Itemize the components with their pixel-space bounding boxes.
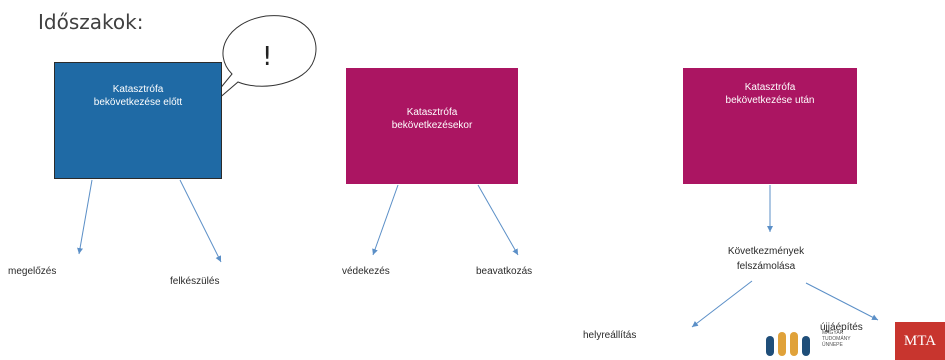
box-after-disaster: Katasztrófa bekövetkezése után (683, 68, 857, 184)
logo-akademia-text: MAGYAR TUDOMÁNY ÜNNEPE (822, 330, 851, 348)
magyar-tudomany-unnepe-logo-icon (766, 332, 810, 356)
arrow-to-beavatkozas (477, 184, 519, 256)
callout-bubble (195, 15, 317, 119)
box-during-line-2: bekövetkezésekor (391, 120, 473, 131)
label-ujjaepites: újjáépítés (820, 322, 863, 333)
label-kovetkezmenyek-line-2: felszámolása (736, 261, 796, 272)
arrow-to-ujjaepites (805, 282, 879, 321)
label-beavatkozas: beavatkozás (476, 266, 533, 277)
label-felkeszules: felkészülés (170, 276, 220, 287)
akad-line-1: MAGYAR (822, 330, 844, 336)
label-kovetkezmenyek-line-1: Következmények (727, 246, 805, 257)
box-during-line-1: Katasztrófa (406, 107, 458, 118)
akad-line-2: TUDOMÁNY (822, 336, 851, 342)
box-after-line-1: Katasztrófa (744, 82, 796, 93)
mta-logo: MTA (895, 322, 945, 360)
akad-line-3: ÜNNEPE (822, 342, 843, 348)
slide-title: Időszakok: (38, 10, 144, 34)
arrow-to-felkeszules (179, 179, 222, 263)
box-after-line-2: bekövetkezése után (725, 95, 815, 106)
arrow-to-megelozes (77, 179, 93, 255)
label-kovetkezmenyek: Következmények felszámolása (718, 244, 814, 274)
label-megelozes: megelőzés (8, 266, 57, 277)
arrow-to-vedekezes (372, 184, 399, 256)
arrow-to-helyreallitas (691, 280, 753, 328)
box-before-disaster: Katasztrófa bekövetkezése előtt (54, 62, 222, 179)
box-during-disaster: Katasztrófa bekövetkezésekor (346, 68, 518, 184)
box-before-line-2: bekövetkezése előtt (93, 97, 183, 108)
box-before-line-1: Katasztrófa (112, 84, 164, 95)
exclamation-icon: ! (262, 42, 273, 72)
label-vedekezes: védekezés (342, 266, 390, 277)
label-helyreallitas: helyreállítás (583, 330, 637, 341)
